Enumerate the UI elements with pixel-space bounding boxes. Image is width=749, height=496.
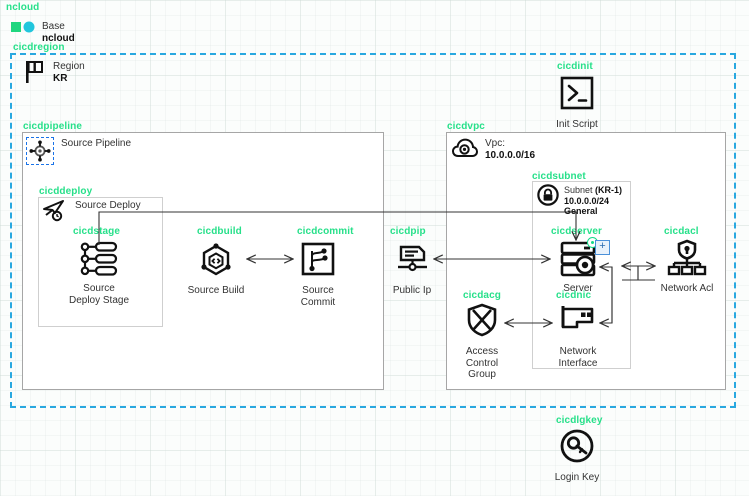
node-pip-caption: Public Ip [392, 285, 432, 296]
node-source-deploy: Source Deploy [42, 199, 141, 223]
region-value: KR [53, 73, 68, 84]
node-network-acl: Network Acl [642, 239, 732, 295]
node-nic-caption: Network Interface [558, 346, 598, 369]
group-label-cicdvpc: cicdvpc [447, 121, 485, 132]
base-title: Base [42, 21, 65, 32]
node-login-key: Login Key [532, 429, 622, 484]
node-init-caption: Init Script [556, 119, 598, 130]
node-source-deploy-stage: Source Deploy Stage [54, 240, 144, 306]
group-label-cicdacg: cicdacg [463, 290, 501, 301]
source-deploy-icon [42, 199, 68, 223]
group-label-cicdlgkey: cicdlgkey [556, 415, 603, 426]
node-source-pipeline: Source Pipeline [26, 137, 131, 165]
group-label-ncloud: ncloud [6, 2, 40, 13]
subnet-title: Subnet [564, 185, 593, 195]
node-stage-caption: Source Deploy Stage [68, 283, 130, 306]
node-network-interface: Network Interface [533, 303, 623, 369]
server-add-button[interactable]: + [595, 240, 610, 255]
group-label-cicdstage: cicdstage [73, 226, 121, 237]
source-pipeline-icon [26, 137, 54, 165]
stage-icon [54, 240, 144, 280]
group-label-cicdcommit: cicdcommit [297, 226, 354, 237]
subnet-kind: General [564, 206, 598, 216]
node-vpc: Vpc:10.0.0.0/16 [451, 137, 535, 162]
node-commit-caption: Source Commit [300, 285, 336, 308]
node-acg-caption: Access Control Group [465, 346, 499, 380]
group-label-cicdserver: cicdserver [551, 226, 603, 237]
group-label-cicdpipeline: cicdpipeline [23, 121, 82, 132]
container-cicdregion [10, 53, 736, 408]
node-server: Server [533, 240, 623, 295]
node-init-script: Init Script [532, 76, 622, 131]
node-server-caption: Server [563, 283, 593, 294]
server-icon [533, 240, 623, 280]
source-build-icon [171, 242, 261, 282]
vpc-value: 10.0.0.0/16 [485, 150, 536, 161]
group-label-cicdacl: cicdacl [664, 226, 699, 237]
group-label-cicdregion: cicdregion [13, 42, 65, 53]
group-label-cicddeploy: cicddeploy [39, 186, 93, 197]
source-commit-icon [273, 242, 363, 282]
subnet-zone: (KR-1) [595, 185, 623, 195]
public-ip-icon [367, 242, 457, 282]
vpc-cloud-icon [451, 137, 479, 161]
vpc-title: Vpc: [485, 138, 506, 149]
group-label-cicdnic: cicdnic [556, 290, 592, 301]
base-value: ncloud [42, 33, 75, 44]
login-key-icon [532, 429, 622, 469]
node-acl-caption: Network Acl [660, 283, 714, 294]
flag-icon [24, 60, 46, 84]
subnet-cidr: 10.0.0.0/24 [564, 195, 610, 206]
node-public-ip: Public Ip [367, 242, 457, 297]
init-script-icon [532, 76, 622, 116]
node-lgkey-caption: Login Key [554, 472, 600, 483]
subnet-lock-icon [537, 184, 559, 206]
node-source-commit: Source Commit [273, 242, 363, 308]
node-source-deploy-label: Source Deploy [75, 200, 141, 211]
access-control-group-icon [437, 303, 527, 343]
ncloud-icon [11, 20, 35, 34]
node-source-build: Source Build [171, 242, 261, 297]
node-access-control-group: Access Control Group [437, 303, 527, 381]
group-label-cicdpip: cicdpip [390, 226, 426, 237]
network-acl-icon [642, 239, 732, 280]
network-interface-icon [533, 303, 623, 343]
node-build-caption: Source Build [187, 285, 245, 296]
region-title: Region [53, 61, 85, 72]
node-source-pipeline-label: Source Pipeline [61, 138, 132, 149]
group-label-cicdinit: cicdinit [557, 61, 593, 72]
group-label-cicdsubnet: cicdsubnet [532, 171, 586, 182]
node-vpc-text: Vpc:10.0.0.0/16 [485, 137, 535, 162]
group-label-cicdbuild: cicdbuild [197, 226, 242, 237]
